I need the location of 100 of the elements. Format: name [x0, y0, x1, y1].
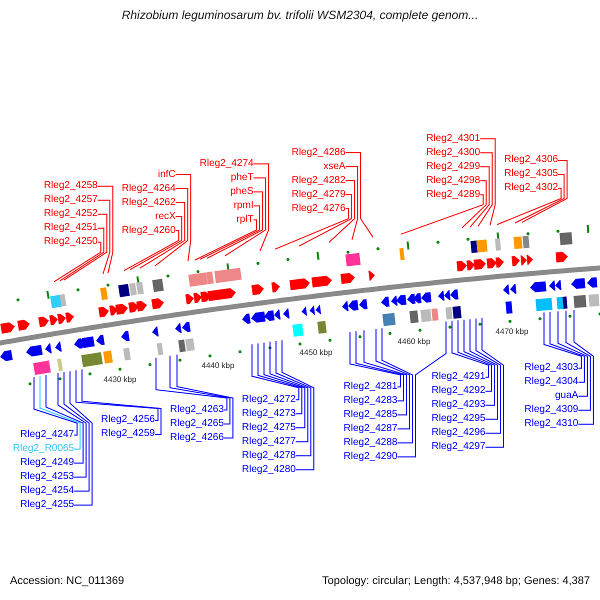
leader-line [253, 163, 270, 252]
leader-line [397, 321, 446, 458]
leader-line [276, 340, 312, 456]
leader-line [224, 177, 266, 256]
leader-line [34, 376, 78, 436]
gene-label: Rleg2_4285 [344, 408, 398, 421]
gene-label: pheS [230, 186, 254, 198]
gene-label: Rleg2_4258 [44, 180, 98, 192]
leader-line [175, 174, 192, 262]
leader-line [566, 310, 591, 411]
leader-line [54, 242, 102, 282]
gene-label: Rleg2_R0065 [12, 443, 74, 456]
gene-label: Rleg2_4296 [432, 427, 486, 440]
position-tick-label: 4470 kbp [496, 327, 528, 338]
leader-line [345, 166, 358, 240]
gene-label: Rleg2_4253 [20, 471, 74, 484]
gene-label: Rleg2_4280 [242, 464, 296, 476]
gene-label: Rleg2_4286 [292, 146, 346, 159]
gene-label: Rleg2_4262 [122, 196, 176, 209]
leader-line [382, 328, 413, 444]
gene-label: Rleg2_4254 [20, 485, 74, 498]
leader-line [282, 340, 314, 470]
leader-line [46, 374, 84, 464]
leader-line [170, 355, 230, 424]
gene-label: Rleg2_4274 [200, 158, 254, 170]
leader-line [140, 202, 186, 269]
leader-line [154, 188, 188, 266]
gene-label: Rleg2_4288 [344, 436, 398, 449]
position-tick-label: 4440 kbp [202, 360, 234, 371]
leader-line [70, 370, 93, 506]
gene-label: Rleg2_4266 [170, 432, 224, 444]
leader-line [482, 318, 504, 448]
leader-line [206, 191, 264, 259]
gene-label: Rleg2_4278 [242, 450, 296, 462]
gene-label: Rleg2_4255 [20, 499, 74, 512]
gene-label: Rleg2_4310 [524, 418, 578, 430]
leader-line [345, 152, 374, 238]
leader-line [200, 205, 260, 260]
gene-label: Rleg2_4309 [524, 404, 578, 416]
leader-line [470, 166, 490, 228]
leader-line [464, 319, 495, 406]
gene-label: Rleg2_4250 [44, 236, 98, 248]
leader-line [82, 368, 162, 435]
leader-line [194, 219, 258, 260]
leader-line [458, 320, 492, 392]
leader-line [364, 330, 407, 416]
leader-line [470, 318, 498, 420]
leader-line [298, 194, 352, 247]
gene-label: Rleg2_4263 [170, 404, 224, 416]
leader-line [476, 318, 501, 434]
gene-label: pheT [230, 172, 254, 184]
gene-label: xseA [323, 160, 346, 173]
gene-label: Rleg2_4295 [432, 413, 486, 426]
position-tick-label: 4430 kbp [104, 375, 136, 386]
leader-line [76, 370, 158, 421]
gene-label: Rleg2_4281 [344, 380, 398, 393]
leader-line [64, 214, 108, 281]
gene-label: Rleg2_4264 [122, 182, 176, 195]
gene-label: Rleg2_4304 [524, 376, 578, 388]
leader-line [544, 312, 582, 369]
gene-label: Rleg2_4277 [242, 436, 296, 448]
leader-line [496, 188, 562, 226]
leader-line [258, 342, 302, 414]
gene-label: Rleg2_4290 [344, 450, 398, 463]
leader-line [574, 310, 594, 425]
leader-line [452, 320, 489, 378]
leader-line [176, 354, 234, 438]
gene-label: Rleg2_4275 [242, 422, 296, 434]
gene-label: Rleg2_4306 [504, 154, 558, 166]
leader-line [156, 357, 228, 410]
gene-label: Rleg2_4298 [426, 174, 480, 187]
gene-label: Rleg2_4265 [170, 418, 224, 430]
leader-line [40, 376, 81, 450]
leader-line [550, 311, 585, 383]
gene-label: Rleg2_4273 [242, 408, 296, 420]
leader-line [376, 328, 410, 430]
gene-label: Rleg2_4283 [344, 394, 398, 407]
gene-label: Rleg2_4301 [426, 132, 480, 145]
leader-line [522, 160, 568, 223]
gene-label: Rleg2_4252 [44, 208, 98, 220]
leader-line [130, 216, 182, 270]
leader-line [462, 180, 487, 228]
leader-line [350, 332, 401, 388]
leader-line [400, 194, 484, 235]
leader-line [264, 342, 306, 428]
gene-label: Rleg2_4259 [101, 428, 155, 440]
gene-label: Rleg2_4300 [426, 146, 480, 159]
gene-label: Rleg2_4279 [292, 188, 346, 201]
gene-label: Rleg2_4249 [20, 457, 74, 470]
gene-label: Rleg2_4256 [101, 414, 155, 426]
gene-label: Rleg2_4251 [44, 222, 98, 234]
leader-line [356, 330, 404, 402]
leader-line [252, 344, 300, 400]
gene-label: Rleg2_4291 [432, 371, 486, 384]
gene-label: guaA [555, 390, 578, 402]
leader-line [558, 310, 588, 397]
leader-line [514, 174, 565, 224]
gene-label: Rleg2_4272 [242, 394, 296, 406]
gene-label: Rleg2_4297 [432, 441, 486, 454]
gene-label: Rleg2_4292 [432, 385, 486, 398]
